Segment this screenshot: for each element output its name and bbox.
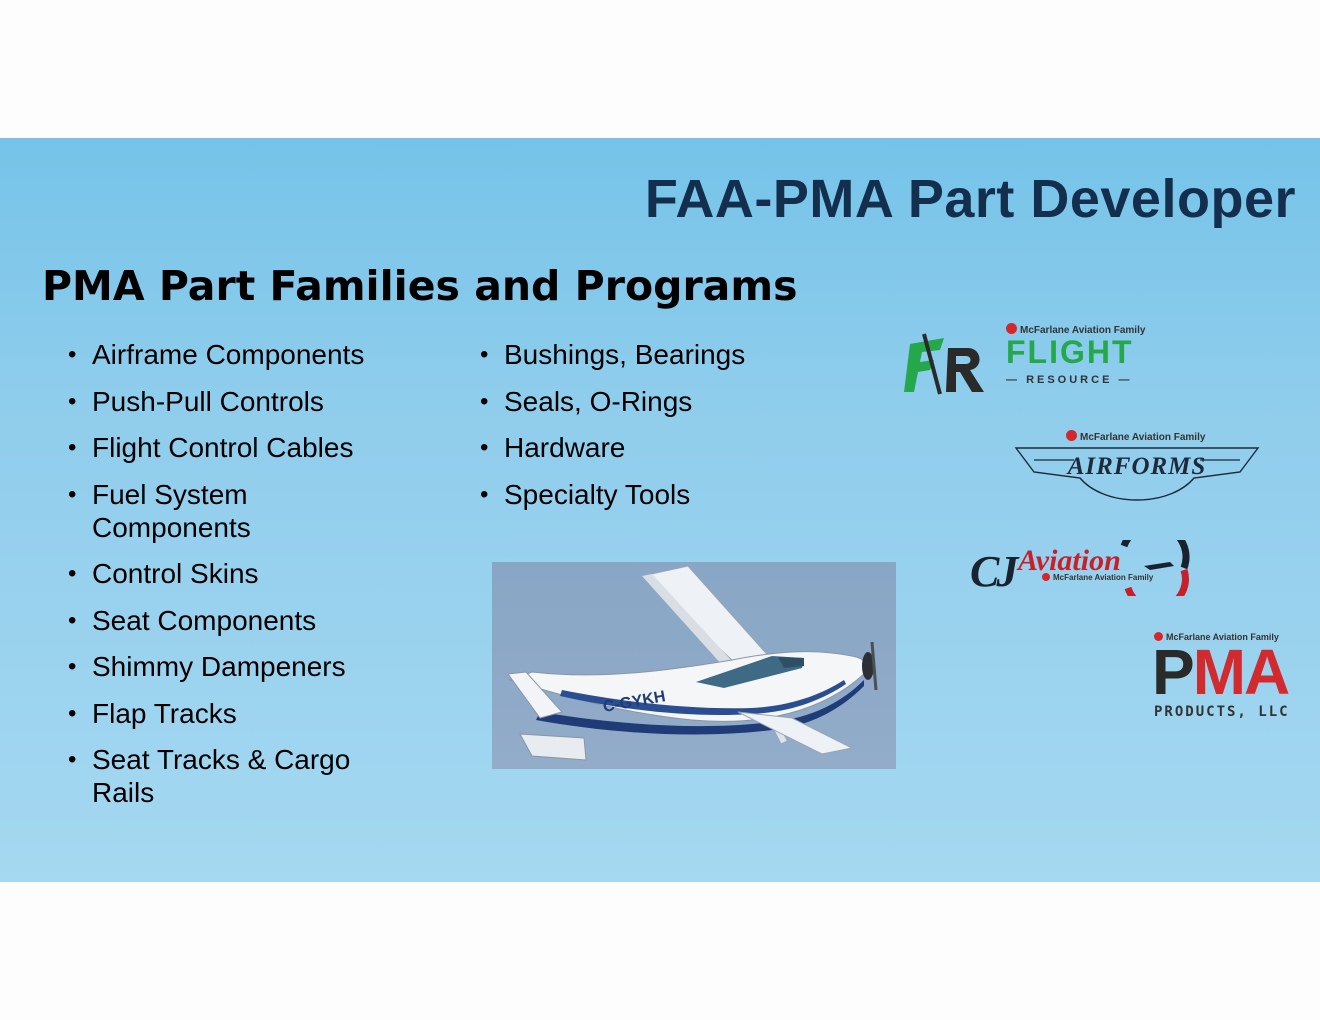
top-margin [0, 0, 1320, 138]
aircraft-photo: C-GYKH [492, 562, 896, 769]
pma-products-mark: PMA [1152, 640, 1290, 704]
list-item: Fuel System Components [68, 478, 292, 544]
family-tagline: McFarlane Aviation Family [1042, 573, 1153, 582]
list-item: Control Skins [68, 557, 408, 590]
pma-letter: P [1152, 636, 1195, 708]
cj-aviation-name: Aviation [1018, 544, 1121, 577]
flight-resource-subname: — RESOURCE — [1006, 374, 1133, 386]
cj-aviation-ring-icon [1120, 540, 1190, 596]
list-item: Flight Control Cables [68, 431, 408, 464]
list-item: Seals, O-Rings [480, 385, 820, 418]
list-item: Shimmy Dampeners [68, 650, 408, 683]
list-item: Seat Components [68, 604, 408, 637]
slide: FAA-PMA Part Developer PMA Part Families… [0, 138, 1320, 882]
list-item: Specialty Tools [480, 478, 820, 511]
aircraft-icon: C-GYKH [507, 565, 878, 761]
list-item: Bushings, Bearings [480, 338, 820, 371]
list-item: Hardware [480, 431, 820, 464]
brand-dot-icon [1042, 573, 1050, 581]
part-families-list-1: Airframe Components Push-Pull Controls F… [68, 338, 408, 823]
family-tagline: McFarlane Aviation Family [1154, 632, 1279, 642]
airforms-name: AIRFORMS [1067, 453, 1207, 480]
brand-dot-icon [1154, 632, 1163, 641]
list-item: Push-Pull Controls [68, 385, 408, 418]
cj-aviation-prefix: CJ [970, 547, 1018, 596]
part-families-list-2: Bushings, Bearings Seals, O-Rings Hardwa… [480, 338, 820, 524]
pma-products-logo: McFarlane Aviation Family PMA PRODUCTS, … [1150, 630, 1290, 725]
pma-letter: A [1244, 636, 1290, 708]
flight-resource-logo: McFarlane Aviation Family FLIGHT — RESOU… [904, 320, 1154, 400]
brand-dot-icon [1006, 323, 1017, 334]
flight-resource-name: FLIGHT [1006, 334, 1134, 370]
cj-aviation-logo: CJ Aviation McFarlane Aviation Family [970, 540, 1192, 596]
airforms-wings-icon [1014, 447, 1260, 501]
list-item: Airframe Components [68, 338, 408, 371]
pma-products-subname: PRODUCTS, LLC [1154, 704, 1290, 720]
bottom-margin [0, 882, 1320, 1020]
slide-title: FAA-PMA Part Developer [644, 169, 1296, 229]
family-tagline: McFarlane Aviation Family [1006, 323, 1145, 336]
airforms-logo: McFarlane Aviation Family AIRFORMS [1014, 428, 1260, 508]
list-item: Seat Tracks & Cargo Rails [68, 743, 392, 809]
flight-resource-mark-icon [904, 333, 984, 395]
family-tagline: McFarlane Aviation Family [1066, 430, 1205, 443]
brand-dot-icon [1066, 430, 1077, 441]
pma-letter: M [1192, 636, 1246, 708]
section-title: PMA Part Families and Programs [42, 262, 798, 310]
list-item: Flap Tracks [68, 697, 408, 730]
